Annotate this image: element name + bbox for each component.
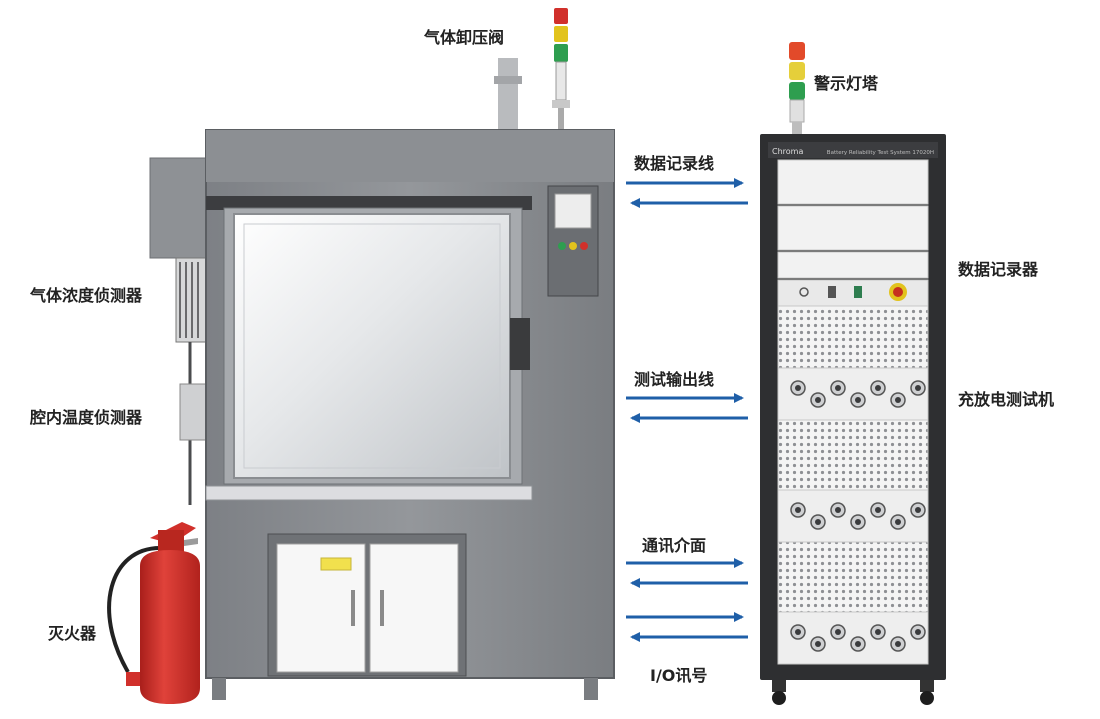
gas-detector-box bbox=[149, 157, 207, 259]
connector-pin bbox=[855, 641, 861, 647]
connector-pin bbox=[875, 629, 881, 635]
connector-pin bbox=[855, 519, 861, 525]
label-fire-extinguisher: 灭火器 bbox=[48, 624, 97, 643]
cabinet-door-right bbox=[369, 543, 459, 673]
label-warning-tower: 警示灯塔 bbox=[814, 74, 879, 93]
signal-arrows bbox=[626, 178, 748, 642]
rack-warning-tower bbox=[789, 42, 805, 134]
rack-model: Battery Reliability Test System 17020H bbox=[827, 150, 934, 156]
connector-pin bbox=[855, 397, 861, 403]
fire-extinguisher bbox=[107, 522, 200, 704]
label-data-recorder: 数据记录器 bbox=[958, 260, 1039, 279]
chamber-window bbox=[233, 213, 511, 479]
label-charge-tester: 充放电测试机 bbox=[958, 390, 1055, 409]
connector-pin bbox=[875, 507, 881, 513]
connector-pin bbox=[895, 641, 901, 647]
label-comm-interface: 通讯介面 bbox=[642, 536, 707, 555]
connector-pin bbox=[835, 507, 841, 513]
label-temp-detector: 腔内温度侦测器 bbox=[30, 408, 143, 427]
connector-pin bbox=[795, 629, 801, 635]
label-gas-relief-valve: 气体卸压阀 bbox=[424, 28, 505, 47]
test-rack: Chroma Battery Reliability Test System 1… bbox=[760, 42, 946, 705]
connector-pin bbox=[795, 507, 801, 513]
gas-relief-valve-pipe bbox=[498, 58, 518, 132]
connector-pin bbox=[835, 385, 841, 391]
chamber-warning-tower bbox=[552, 8, 570, 132]
rack-brand: Chroma bbox=[772, 147, 803, 156]
label-test-output-line: 测试输出线 bbox=[634, 370, 715, 389]
control-panel bbox=[547, 185, 599, 297]
connector-pin bbox=[915, 385, 921, 391]
temp-detector-box bbox=[179, 383, 207, 441]
connector-pin bbox=[915, 507, 921, 513]
connector-pin bbox=[915, 629, 921, 635]
connector-pin bbox=[835, 629, 841, 635]
rack-switch-panel bbox=[777, 279, 929, 307]
connector-pin bbox=[875, 385, 881, 391]
connector-pin bbox=[895, 397, 901, 403]
connector-pin bbox=[815, 519, 821, 525]
connector-pin bbox=[815, 397, 821, 403]
connector-pin bbox=[815, 641, 821, 647]
label-data-log-line: 数据记录线 bbox=[634, 154, 715, 173]
environmental-chamber bbox=[149, 8, 615, 700]
label-io-signal: I/O讯号 bbox=[650, 666, 708, 685]
label-gas-detector: 气体浓度侦测器 bbox=[30, 286, 143, 305]
rack-connectors bbox=[790, 380, 926, 652]
door-handle bbox=[510, 318, 530, 370]
connector-pin bbox=[795, 385, 801, 391]
connector-pin bbox=[895, 519, 901, 525]
